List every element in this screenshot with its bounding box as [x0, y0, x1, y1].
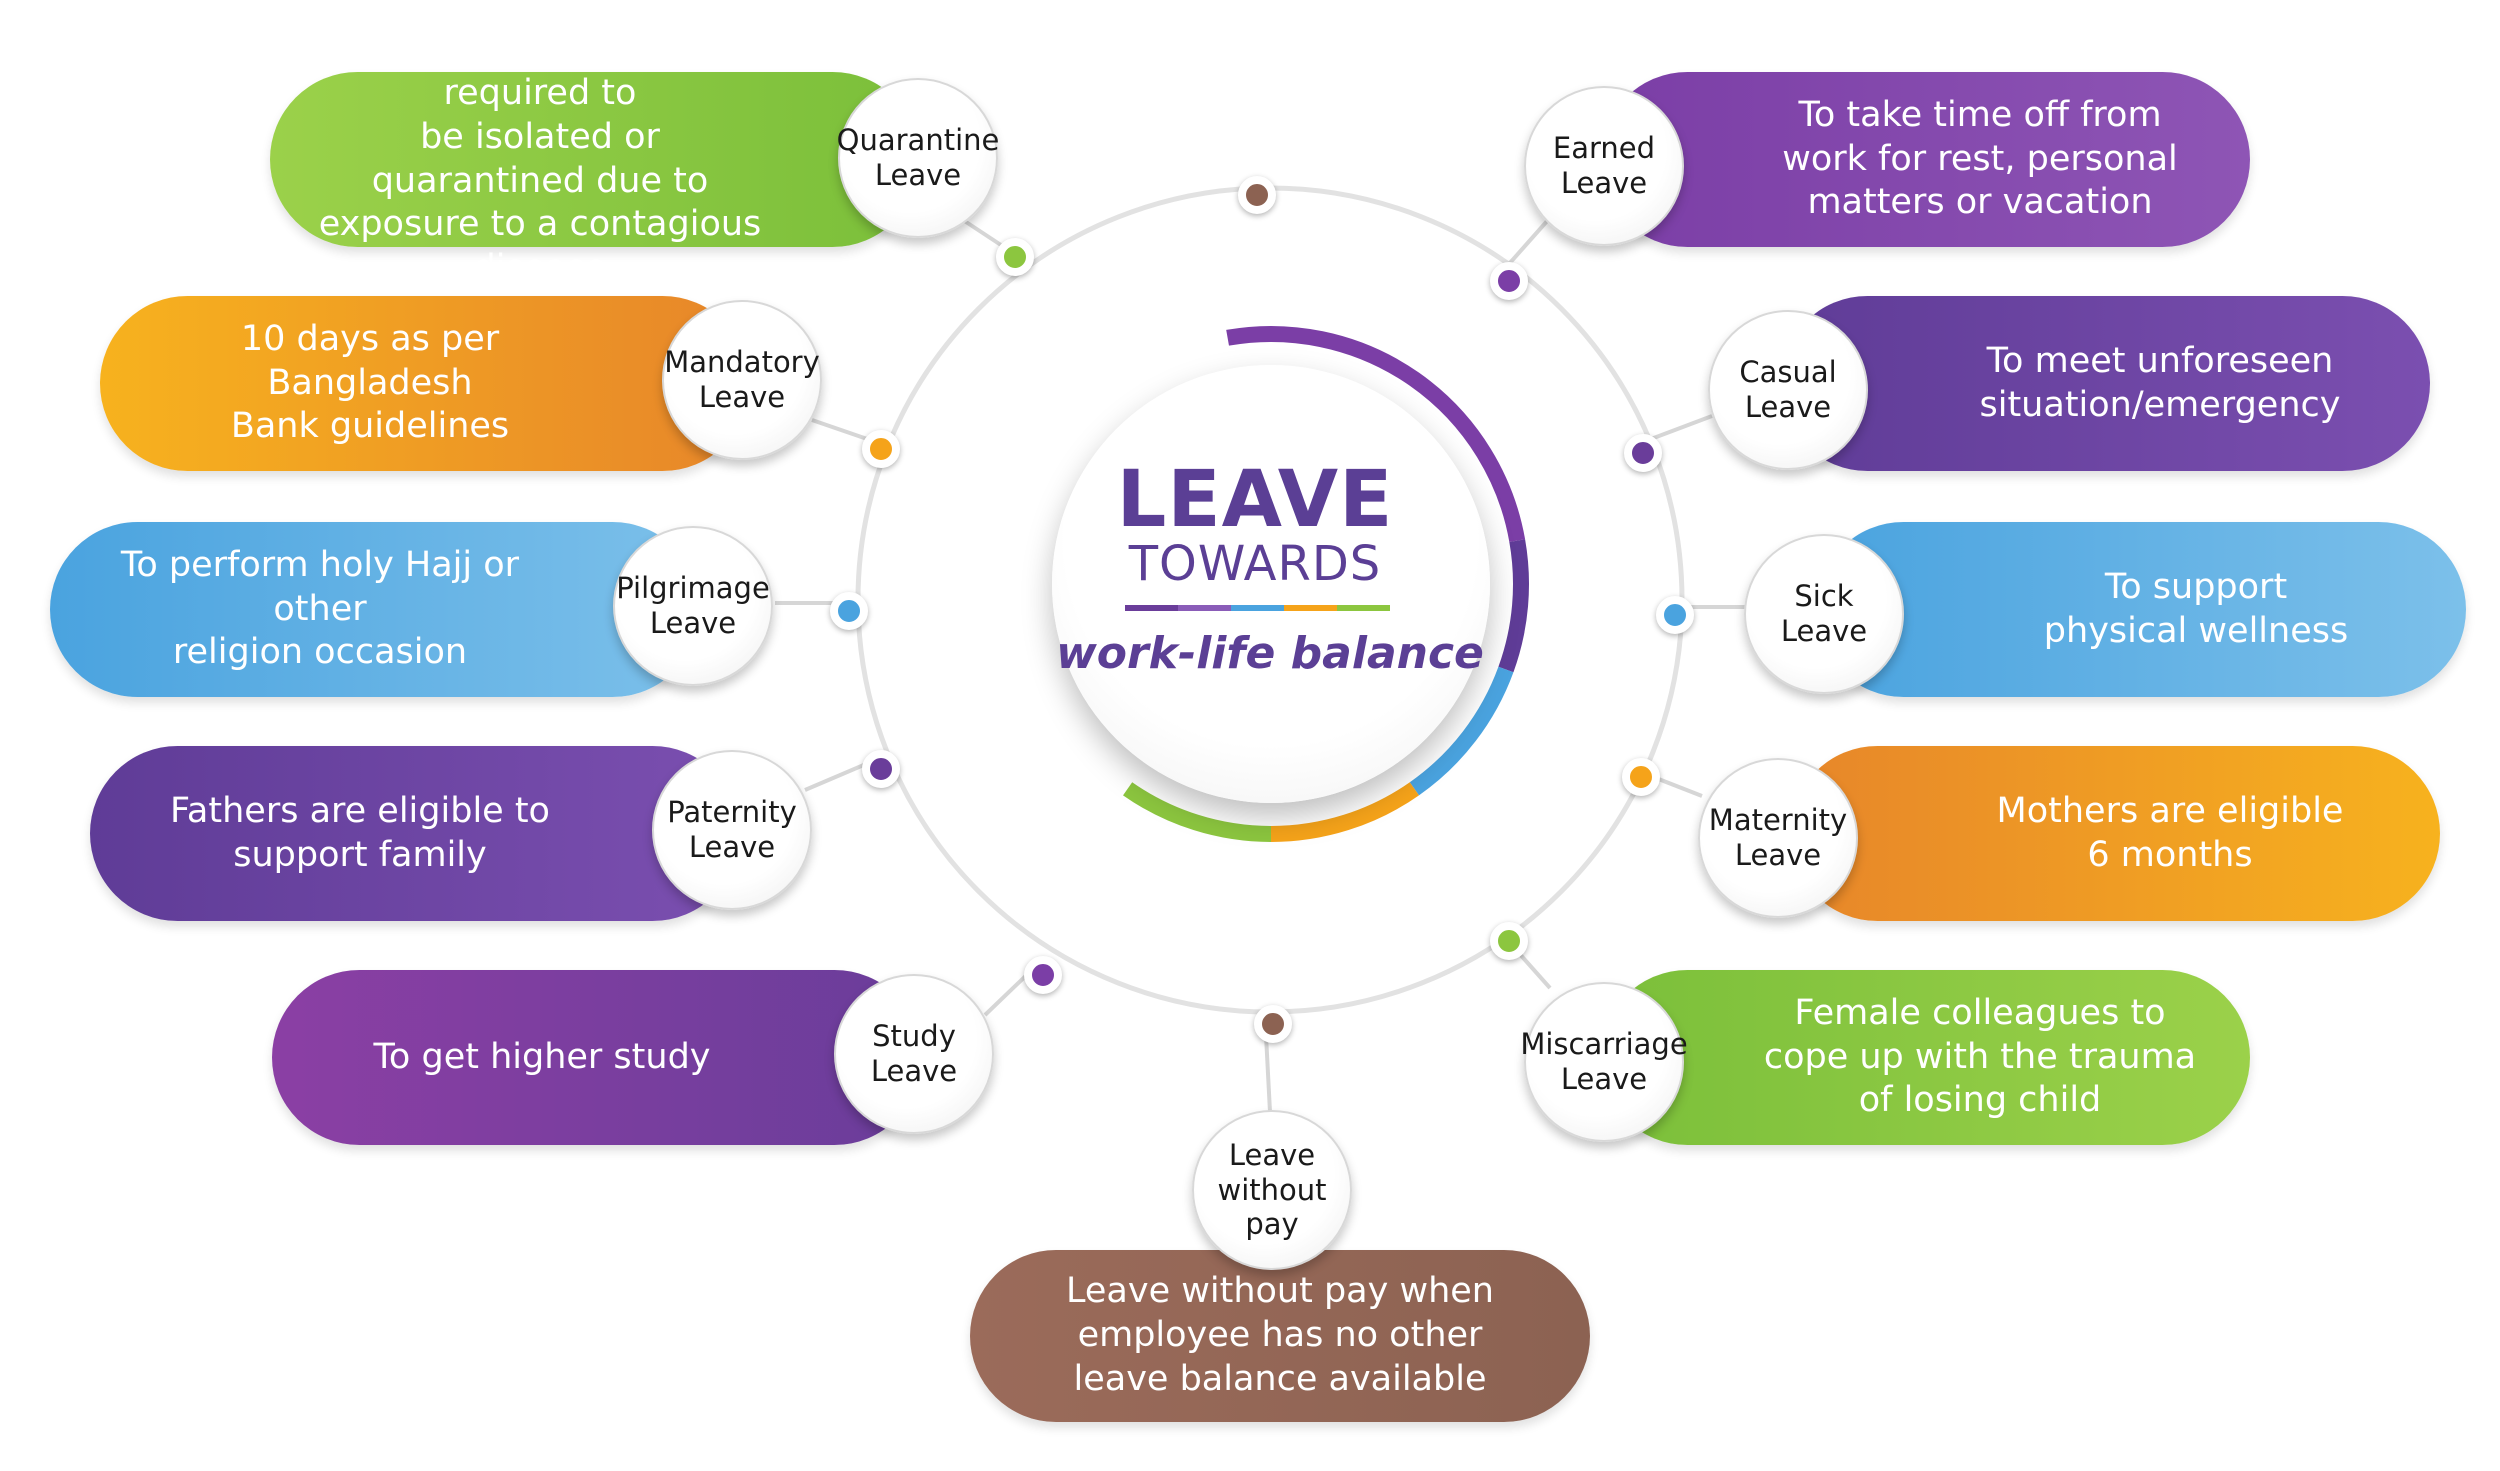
- casual-leave-badge[interactable]: Casual Leave: [1708, 310, 1868, 470]
- maternity-leave-label: Maternity Leave: [1708, 803, 1848, 872]
- without-pay-description-pill: Leave without pay when employee has no o…: [970, 1250, 1590, 1422]
- study-description: To get higher study: [373, 1036, 711, 1077]
- mandatory-description-pill: 10 days as per Bangladesh Bank guideline…: [100, 296, 750, 471]
- paternity-node: [862, 750, 900, 788]
- earned-description: To take time off from work for rest, per…: [1782, 94, 2178, 223]
- mandatory-node: [862, 430, 900, 468]
- study-description-pill: To get higher study: [272, 970, 922, 1145]
- stripe-violet: [1178, 605, 1231, 611]
- casual-node: [1624, 434, 1662, 472]
- paternity-description: Fathers are eligible to support family: [170, 790, 550, 875]
- earned-description-pill: To take time off from work for rest, per…: [1600, 72, 2250, 247]
- earned-leave-badge[interactable]: Earned Leave: [1524, 86, 1684, 246]
- miscarriage-leave-badge[interactable]: Miscarriage Leave: [1520, 982, 1688, 1142]
- pilgrimage-node: [830, 592, 868, 630]
- quarantine-leave-badge[interactable]: Quarantine Leave: [836, 78, 1000, 238]
- miscarriage-description: Female colleagues to cope up with the tr…: [1763, 992, 2197, 1121]
- quarantine-connector: [958, 216, 1009, 251]
- without-pay-node: [1254, 1005, 1292, 1043]
- stripe-purple: [1125, 605, 1178, 611]
- hub-title: LEAVE: [1116, 455, 1394, 545]
- arc-violet: [1498, 539, 1529, 673]
- maternity-description-pill: Mothers are eligible 6 months: [1790, 746, 2440, 921]
- arc-orange: [1270, 782, 1419, 842]
- arc-green: [1123, 782, 1272, 842]
- quarantine-leave-label: Quarantine Leave: [836, 123, 1000, 192]
- paternity-leave-label: Paternity Leave: [667, 795, 797, 864]
- arc-blue: [1409, 666, 1514, 796]
- stripe-green: [1337, 605, 1390, 611]
- top-node: [1238, 176, 1276, 214]
- maternity-node: [1622, 758, 1660, 796]
- study-leave-badge[interactable]: Study Leave: [834, 974, 994, 1134]
- study-node: [1024, 956, 1062, 994]
- mandatory-leave-badge[interactable]: Mandatory Leave: [662, 300, 822, 460]
- miscarriage-leave-label: Miscarriage Leave: [1520, 1027, 1688, 1096]
- mandatory-leave-label: Mandatory Leave: [664, 345, 820, 414]
- miscarriage-description-pill: Female colleagues to cope up with the tr…: [1600, 970, 2250, 1145]
- earned-leave-label: Earned Leave: [1552, 131, 1656, 200]
- miscarriage-node: [1490, 922, 1528, 960]
- study-leave-label: Study Leave: [870, 1019, 958, 1088]
- progress-arc: [1123, 326, 1529, 842]
- sick-leave-label: Sick Leave: [1780, 579, 1868, 648]
- pilgrimage-description: To perform holy Hajj or other religion o…: [120, 544, 520, 673]
- earned-node: [1490, 262, 1528, 300]
- hub-subtitle: TOWARDS: [1128, 536, 1382, 592]
- quarantine-description: When staff is officially required to be …: [318, 29, 762, 288]
- sick-node: [1656, 596, 1694, 634]
- arc-purple: [1226, 326, 1526, 542]
- stripe-orange: [1284, 605, 1337, 611]
- maternity-leave-badge[interactable]: Maternity Leave: [1698, 758, 1858, 918]
- casual-leave-label: Casual Leave: [1739, 355, 1837, 424]
- paternity-description-pill: Fathers are eligible to support family: [90, 746, 740, 921]
- mandatory-description: 10 days as per Bangladesh Bank guideline…: [230, 318, 510, 447]
- sick-description-pill: To support physical wellness: [1816, 522, 2466, 697]
- hub-tagline: work-life balance: [1056, 628, 1484, 679]
- sick-description: To support physical wellness: [2043, 566, 2349, 651]
- maternity-description: Mothers are eligible 6 months: [1996, 790, 2344, 875]
- casual-description: To meet unforeseen situation/emergency: [1979, 340, 2341, 425]
- center-hub: [1052, 365, 1490, 803]
- hub-color-stripe: [1125, 605, 1390, 611]
- mandatory-connector: [811, 418, 874, 443]
- stripe-blue: [1231, 605, 1284, 611]
- pilgrimage-leave-badge[interactable]: Pilgrimage Leave: [613, 526, 773, 686]
- paternity-leave-badge[interactable]: Paternity Leave: [652, 750, 812, 910]
- quarantine-description-pill: When staff is officially required to be …: [270, 29, 920, 288]
- without-pay-leave-badge[interactable]: Leave without pay: [1192, 1110, 1352, 1270]
- sick-leave-badge[interactable]: Sick Leave: [1744, 534, 1904, 694]
- casual-description-pill: To meet unforeseen situation/emergency: [1780, 296, 2430, 471]
- without-pay-leave-label: Leave without pay: [1217, 1137, 1327, 1242]
- paternity-connector: [804, 759, 874, 792]
- pilgrimage-description-pill: To perform holy Hajj or other religion o…: [50, 522, 700, 697]
- pilgrimage-leave-label: Pilgrimage Leave: [616, 571, 770, 640]
- quarantine-node: [996, 238, 1034, 276]
- without-pay-description: Leave without pay when employee has no o…: [1066, 1271, 1494, 1399]
